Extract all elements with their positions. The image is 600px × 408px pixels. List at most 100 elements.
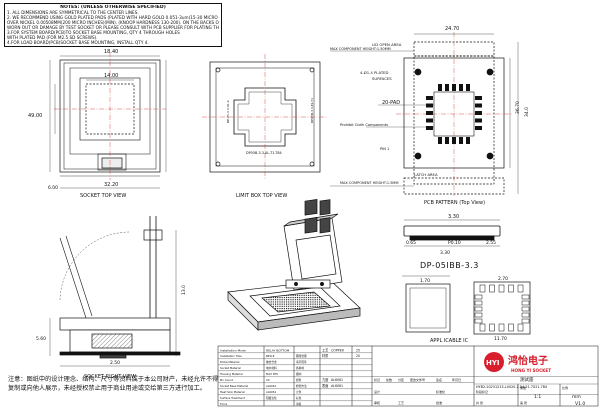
view-title: SOCKET TOP VIEW xyxy=(80,193,126,199)
tb-cell: 标准 xyxy=(296,396,302,400)
pcb-pad xyxy=(426,96,433,100)
ic-pad xyxy=(521,294,530,300)
ic-pad xyxy=(517,284,524,293)
ic-pad xyxy=(489,323,495,332)
pcb-label: MAX COMPONENT HEIGHT:1.50MM xyxy=(330,47,391,51)
note-line: 3.FOR SYSTEM BOARD(PCB)TO SOCKET BASE MO… xyxy=(7,30,180,35)
view-title: PCB PATTERN (Top View) xyxy=(424,200,485,206)
pcb-pad xyxy=(445,137,449,144)
tb-cell: 阳极氧化 xyxy=(266,396,277,400)
pcb-label: LATCH AREA xyxy=(414,172,438,177)
title-block-grid xyxy=(218,352,598,401)
pcb-pad xyxy=(466,137,470,144)
tb-cell: Socket Material xyxy=(220,366,241,370)
tb-cell: 20 xyxy=(266,378,270,382)
tb-cell: 25 xyxy=(356,349,360,353)
tb-cell: 元件 xyxy=(296,390,302,394)
tb-cell: Probe Material xyxy=(220,360,240,364)
dim-label: 2.50 xyxy=(110,360,120,366)
tb-cell: 20 xyxy=(356,354,360,358)
package-name: DP-05IBB-3.3 xyxy=(420,261,479,270)
pcb-pad xyxy=(445,84,449,91)
pcb-pad xyxy=(426,103,433,108)
dim-label: 34.0 xyxy=(524,107,530,117)
tb-cell: Heat Sink Material xyxy=(220,390,245,394)
dim-label: 11.70 xyxy=(494,336,507,342)
tb-cell: 重量 xyxy=(520,385,526,390)
socket-isometric-view xyxy=(227,199,361,331)
dim-label: 2.55 xyxy=(486,240,496,246)
tb-spec-rows: Installation Hole NELLE 图轮管理 Probe Mater… xyxy=(220,354,307,406)
tb-cell: 工艺 xyxy=(398,400,404,405)
ic-pad xyxy=(508,323,514,332)
ic-pad xyxy=(474,300,483,306)
note-line: 1. ALL DIMENSIONS ARE SYMMETRICAL TO THE… xyxy=(7,10,139,15)
note-line: OVER NICKEL 0.00508MM(200 MICRO INCHES)(… xyxy=(7,20,219,25)
notes-heading: NOTES: (UNLESS OTHERWISE SPECIFIED) xyxy=(60,5,166,10)
limit-box-code: DP-05-3.3-01-4 xyxy=(226,100,230,123)
tb-cell: 力度 xyxy=(322,377,329,382)
applicable-ic-view xyxy=(402,275,531,335)
tb-cell: AL6061 xyxy=(331,384,343,388)
limit-box-top-view xyxy=(202,54,328,180)
tb-heading: Installation Mode xyxy=(220,349,246,353)
tb-drawing-number: HYB2-20231213-L0020-2.54-21.7X21.784 xyxy=(476,385,547,389)
tb-cell: 材质 xyxy=(322,353,329,358)
tb-signoff: 标记 处数 分区 更改文件号 签名 年月日 设计 标准化 审核 工艺 批准 阶段… xyxy=(374,377,568,405)
dim-label: 0.65 xyxy=(406,240,416,246)
pcb-pad xyxy=(426,111,433,115)
logo-mark: HYI xyxy=(486,359,500,367)
tb-cell: 签名 xyxy=(436,377,442,382)
dim-label: 18.40 xyxy=(104,49,118,55)
tb-cell: 组件 xyxy=(296,378,302,382)
copyright-line: 注意：图纸中的设计理念、结构、尺寸等资料属于本公司财产，未经允许不得 xyxy=(8,376,219,383)
dim-label: 2.70 xyxy=(498,276,508,282)
tb-cell: 检测方法 xyxy=(296,384,307,388)
pcb-pad xyxy=(438,84,442,91)
dim-label: 24.70 xyxy=(445,26,459,32)
pcb-label: 4-Ø1.4 PLATED xyxy=(360,70,389,75)
tb-cell: 比例 xyxy=(562,385,568,390)
tb-cell: Socket Base Material xyxy=(220,384,248,388)
pcb-label: Prohibit Cloth Components xyxy=(340,123,388,127)
socket-right-view xyxy=(49,216,181,367)
ic-pad-array xyxy=(474,284,530,332)
note-line: WORN OUT OR DAMAGE BY TEST SOCKET OR PLE… xyxy=(7,25,219,30)
dim-label: 3.30 xyxy=(448,214,459,220)
tb-cell: COPPER xyxy=(331,349,345,353)
tb-cell: 分区 xyxy=(398,377,404,382)
tb-cell: 审核 xyxy=(374,400,380,405)
tb-cell: 年月日 xyxy=(452,377,461,382)
tb-cell: 阶段标记 xyxy=(476,389,488,394)
dim-label: 14.00 xyxy=(104,73,118,79)
pcb-pad xyxy=(438,137,442,144)
dim-label: 32.20 xyxy=(104,182,118,188)
tb-unit: mm xyxy=(572,395,581,400)
ic-pad xyxy=(498,323,505,332)
note-line: 4.FOR LOAD BOARD(PCB)SOCKET BASE MOUNTIN… xyxy=(7,40,149,45)
ic-pad xyxy=(479,284,486,293)
pcb-pad xyxy=(459,84,463,91)
tb-material-rows: 工艺 COPPER 25 材质 20 力度 AL6061 表面 AL6061 xyxy=(322,348,360,389)
pcb-label: PIN 1 xyxy=(380,147,389,151)
tb-test-label: 测试座 xyxy=(520,376,534,383)
tb-cell: 共 张 xyxy=(476,400,483,405)
tb-cell: 图轮管理 xyxy=(296,354,307,358)
pcb-label: 20-PAD xyxy=(382,100,400,106)
tb-cell: AL6061 xyxy=(266,390,276,394)
company-logo: HYI 鸿怡电子 HONG YI SOCKET xyxy=(484,352,551,373)
dim-label: P0.10 xyxy=(448,240,461,246)
dim-label: 5.60 xyxy=(36,336,46,342)
limit-box-code: DP05B-3.3-AL-T1-T84 xyxy=(246,151,282,155)
tb-cell: Surface Treatment xyxy=(220,396,245,400)
view-title: APPL ICABLE IC xyxy=(430,338,469,344)
ic-pad xyxy=(489,284,495,293)
ic-pad xyxy=(474,318,483,324)
tb-cell: 标记 xyxy=(374,377,380,382)
tb-cell: Pin Count xyxy=(220,378,233,382)
company-name-cn: 鸿怡电子 xyxy=(508,354,548,367)
pcb-pad xyxy=(475,118,482,123)
tb-cell: Installation Hole xyxy=(220,354,242,358)
tb-cell: 电木材料 xyxy=(266,366,277,370)
